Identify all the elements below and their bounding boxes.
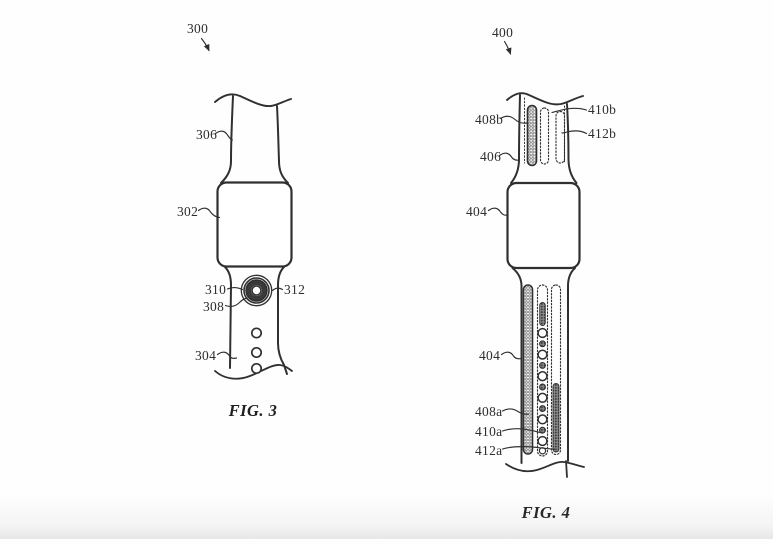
fig4-leader-408a <box>501 408 530 415</box>
fig4-leader-412a <box>501 446 556 450</box>
fig4-ref-400: 400 <box>492 25 513 40</box>
fig4-lower-band-right-edge <box>567 267 576 462</box>
fig4-caption: FIG. 4 <box>521 503 571 522</box>
fig3-ref-312: 312 <box>284 282 305 297</box>
fig3-lower-band-break-line <box>214 364 293 380</box>
fig3-ref-302: 302 <box>177 204 198 219</box>
fig4-upper-band-left-edge <box>510 94 521 184</box>
figure-3-watch-band-drawing: 300 306 302 310 308 312 304 FIG. 3 <box>177 21 305 420</box>
fig3-band-hole-2 <box>250 346 263 359</box>
fig4-ref-400-arrow <box>503 40 512 55</box>
fig4-leader-404-upper <box>487 207 509 216</box>
fig4-channel-magnet-top <box>539 302 546 326</box>
fig3-upper-band-left-edge <box>220 95 234 184</box>
fig3-upper-band-break-line <box>214 93 292 108</box>
fig4-lower-channel-410a <box>536 284 549 457</box>
fig4-leader-406 <box>498 152 521 161</box>
fig4-magnet-412a <box>552 383 560 453</box>
fig4-ref-410a: 410a <box>475 424 502 439</box>
fig3-leader-310 <box>226 286 244 291</box>
fig4-ref-408a: 408a <box>475 404 502 419</box>
fig4-lower-slot-408a <box>522 284 534 455</box>
fig4-ref-408b: 408b <box>475 112 503 127</box>
fig4-lower-band-break-line <box>505 461 585 473</box>
fig4-lower-channel-412a-outline <box>550 284 562 456</box>
fig4-leader-412b <box>561 130 588 135</box>
fig3-band-hole-1 <box>250 327 263 339</box>
fig4-ref-412b: 412b <box>588 126 616 141</box>
fig4-lower-band-right-edge-extension <box>565 460 568 478</box>
figure-4-watch-band-drawing: 400 408b 410b 412b 406 404 404 408a 410a… <box>466 25 616 522</box>
fig4-upper-channel-410b <box>539 107 550 165</box>
fig4-leader-410a <box>501 428 543 434</box>
fig3-leader-306 <box>214 130 234 141</box>
fig4-leader-404-lower <box>500 351 523 360</box>
fig4-upper-channel-412b <box>555 110 566 164</box>
fig3-lower-band-right-edge <box>277 266 288 375</box>
fig3-caption: FIG. 3 <box>228 401 278 420</box>
fig3-fastener-concentric-circles <box>240 274 273 307</box>
fig4-ref-404-lower: 404 <box>479 348 500 363</box>
fig4-ref-410b: 410b <box>588 102 616 117</box>
fig4-ref-406: 406 <box>480 149 501 164</box>
fig4-upper-band-right-edge <box>566 103 578 184</box>
fig3-leader-308 <box>224 297 248 307</box>
fig3-ref-306: 306 <box>196 127 217 142</box>
fig4-watch-body <box>506 181 581 270</box>
fig3-upper-band-right-edge <box>276 105 289 184</box>
fig4-leader-lines <box>487 40 588 450</box>
fig3-leader-312 <box>271 287 284 292</box>
fig3-ref-300: 300 <box>187 21 208 36</box>
fig3-band-hole-3 <box>250 362 263 375</box>
fig3-leader-304 <box>216 351 238 359</box>
fig3-ref-308: 308 <box>203 299 224 314</box>
fig3-ref-310: 310 <box>205 282 226 297</box>
fig3-watch-body <box>216 181 293 268</box>
fig3-leader-302 <box>197 207 221 219</box>
fig4-ref-404-upper: 404 <box>466 204 487 219</box>
fig4-leader-410b <box>551 107 588 114</box>
fig4-upper-slot-408b <box>526 104 538 167</box>
fig4-leader-408b <box>499 115 528 124</box>
fig3-leader-lines <box>197 37 284 359</box>
fig4-upper-band-break-line <box>506 92 584 106</box>
fig3-ref-304: 304 <box>195 348 216 363</box>
fig4-ref-412a: 412a <box>475 443 502 458</box>
fig3-lower-band-left-edge <box>224 266 233 369</box>
fig4-bead-column <box>537 327 548 455</box>
fig3-ref-300-arrow <box>200 37 210 52</box>
fig4-lower-band-left-edge <box>511 267 523 464</box>
